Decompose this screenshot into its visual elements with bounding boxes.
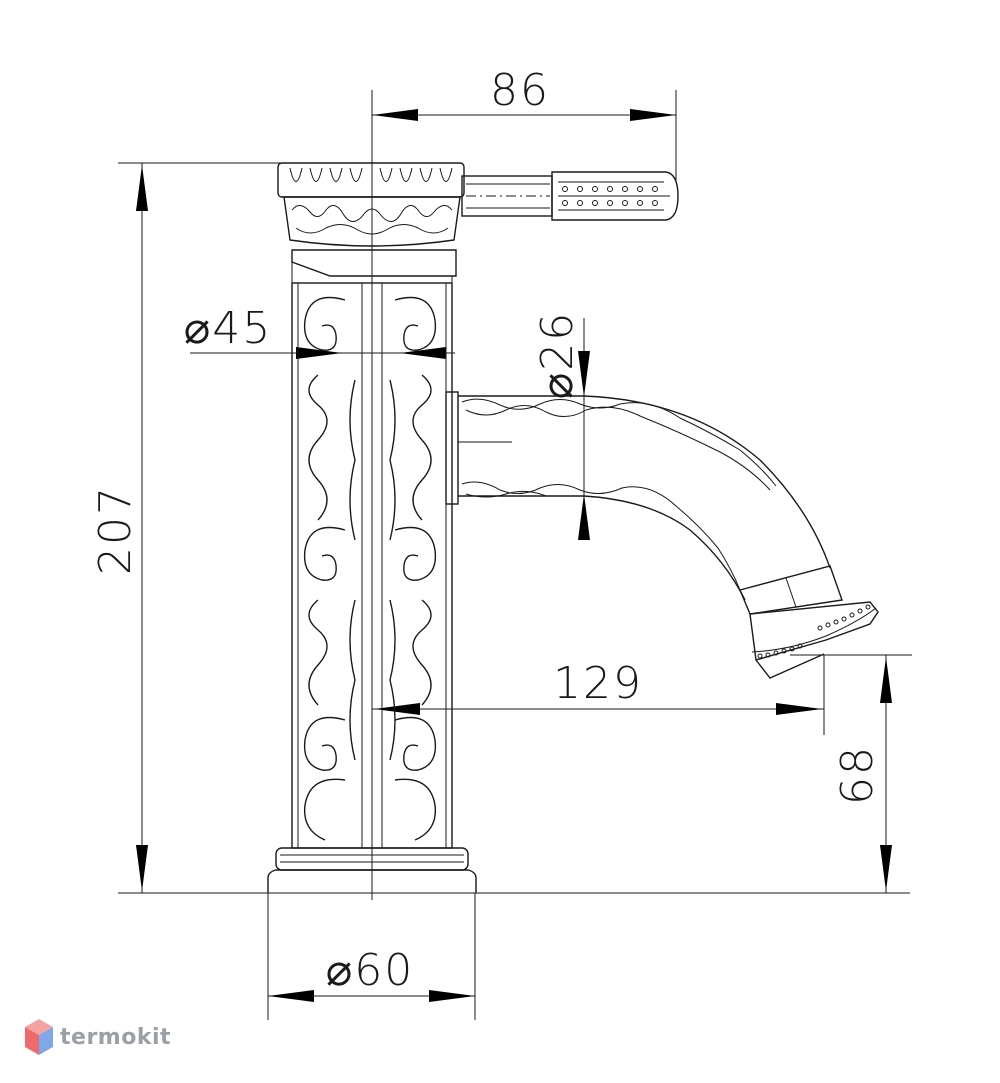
dim-label-d26: ⌀26	[532, 311, 583, 399]
faucet-collar	[291, 249, 457, 283]
hexagon-cube-icon	[25, 1019, 53, 1055]
dimension-86: 86	[371, 65, 677, 900]
dimension-68: 68	[790, 654, 912, 893]
dimension-d26: ⌀26	[532, 311, 590, 540]
column-ornament-right	[389, 296, 437, 841]
dimension-d45: ⌀45	[184, 303, 455, 359]
dimension-207: 207	[90, 162, 910, 894]
dim-label-68: 68	[832, 745, 883, 805]
faucet-spout	[445, 391, 879, 679]
faucet-cap	[277, 162, 465, 247]
dim-label-d45: ⌀45	[184, 303, 272, 354]
termokit-watermark: termokit	[24, 1018, 171, 1056]
dim-label-207: 207	[90, 485, 141, 575]
dimension-129: 129	[372, 655, 825, 735]
dim-label-d60: ⌀60	[326, 945, 414, 996]
faucet-column	[291, 282, 453, 849]
faucet-handle	[461, 171, 679, 221]
dim-label-86: 86	[490, 65, 550, 116]
column-ornament-left	[303, 296, 356, 841]
dimension-d60: ⌀60	[267, 893, 476, 1020]
dim-label-129: 129	[553, 658, 643, 709]
watermark-text: termokit	[60, 1024, 172, 1050]
